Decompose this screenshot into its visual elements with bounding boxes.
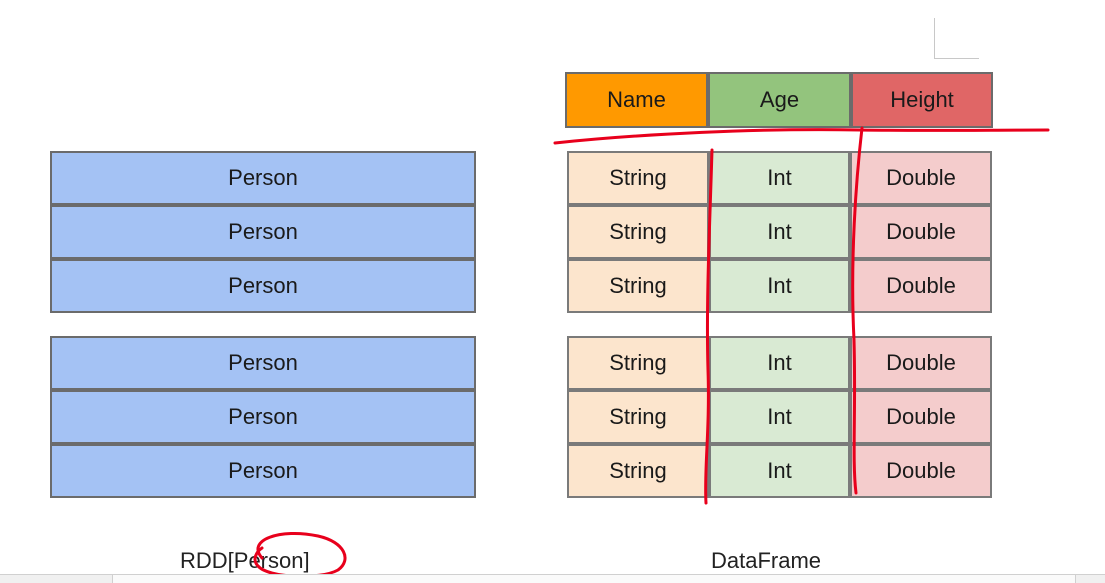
rdd-person-cell: Person: [50, 205, 476, 259]
df-cell-string: String: [567, 444, 709, 498]
df-cell-double: Double: [850, 259, 992, 313]
dataframe-caption: DataFrame: [711, 548, 822, 573]
rdd-person-cell: Person: [50, 336, 476, 390]
df-cell-double: Double: [850, 444, 992, 498]
df-cell-string: String: [567, 336, 709, 390]
rdd-person-cell: Person: [50, 259, 476, 313]
df-cell-int: Int: [709, 390, 850, 444]
df-cell-double: Double: [850, 151, 992, 205]
df-cell-int: Int: [709, 336, 850, 390]
df-cell-int: Int: [709, 444, 850, 498]
header-name: Name: [565, 72, 708, 128]
window-corner-mark: [934, 18, 979, 59]
df-cell-int: Int: [709, 205, 850, 259]
df-cell-double: Double: [850, 336, 992, 390]
bottom-scrollbar[interactable]: [0, 574, 1105, 583]
df-cell-double: Double: [850, 205, 992, 259]
annotation-header-underline: [553, 128, 1050, 145]
header-age: Age: [708, 72, 851, 128]
rdd-person-cell: Person: [50, 390, 476, 444]
df-cell-string: String: [567, 205, 709, 259]
rdd-person-cell: Person: [50, 444, 476, 498]
df-cell-string: String: [567, 151, 709, 205]
scrollbar-track[interactable]: [112, 575, 1076, 583]
df-cell-int: Int: [709, 259, 850, 313]
df-cell-double: Double: [850, 390, 992, 444]
df-cell-string: String: [567, 390, 709, 444]
df-cell-string: String: [567, 259, 709, 313]
rdd-person-cell: Person: [50, 151, 476, 205]
df-cell-int: Int: [709, 151, 850, 205]
rdd-caption: RDD[Person]: [180, 548, 310, 573]
header-height: Height: [851, 72, 993, 128]
